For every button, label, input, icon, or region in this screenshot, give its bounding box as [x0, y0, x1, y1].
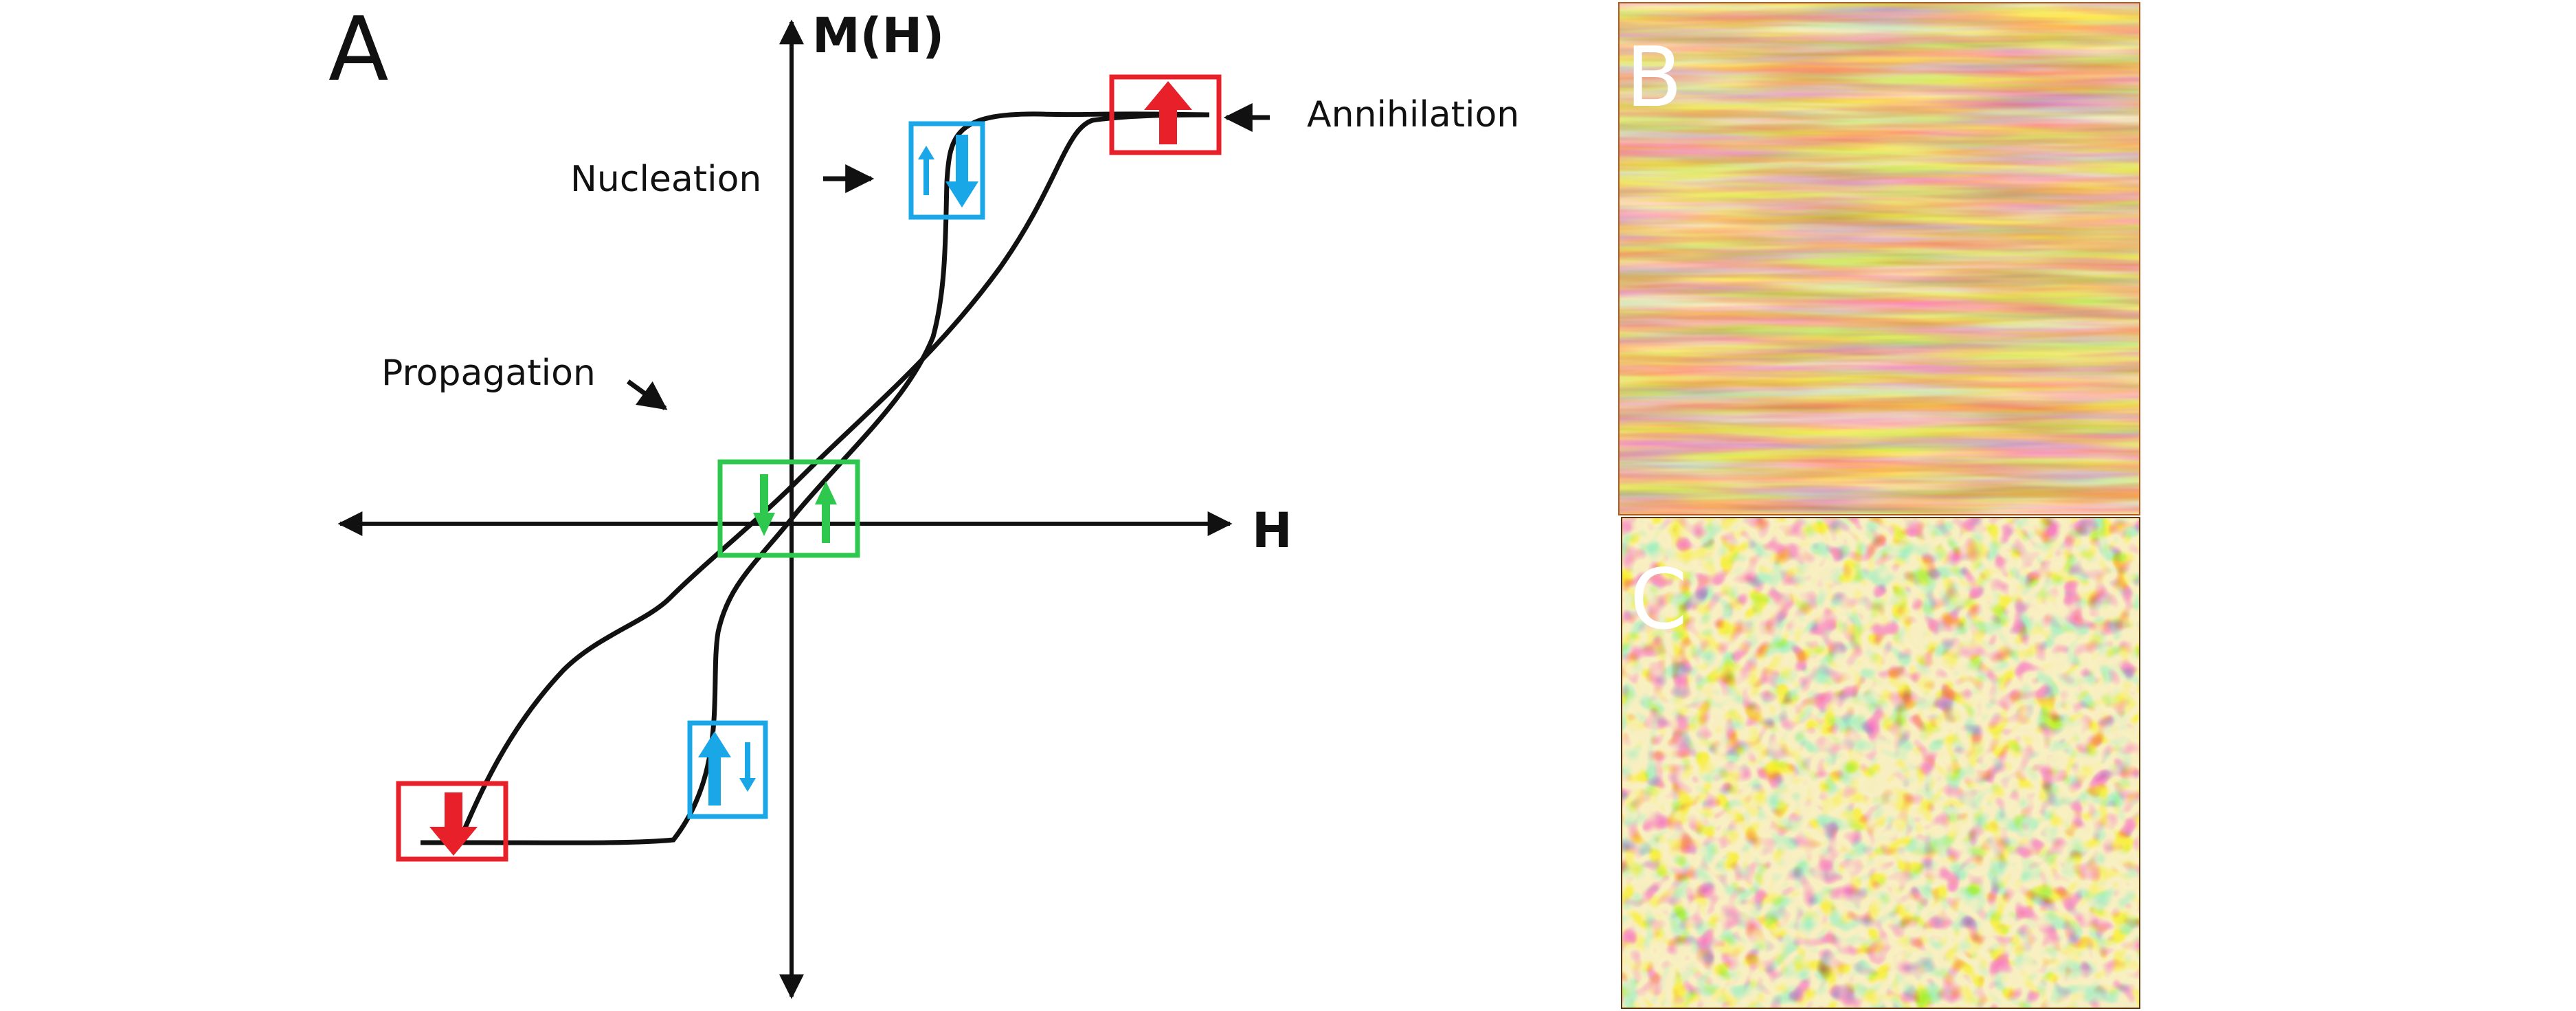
- saturation-up-box: [1109, 74, 1222, 155]
- small-up-large-down-icon: [918, 135, 978, 208]
- nucleation-label: Nucleation: [570, 159, 761, 200]
- panel-a-letter: A: [328, 0, 389, 101]
- annihilation-label: Annihilation: [1307, 94, 1519, 135]
- panel-b: B: [1618, 2, 2140, 515]
- hysteresis-branch-descending: [421, 111, 1210, 845]
- zero-field-box: [717, 459, 860, 558]
- large-up-small-down-icon: [698, 731, 756, 806]
- propagation-label: Propagation: [381, 353, 596, 394]
- arrow-down-icon: [429, 792, 478, 856]
- stripe-domain-micrograph: [1619, 3, 2140, 515]
- panel-c: C: [1621, 517, 2140, 1009]
- y-axis-label: M(H): [812, 8, 944, 64]
- propagation-pointer: [626, 379, 668, 410]
- saturation-down-box: [396, 781, 508, 862]
- nucleation-box-bottom: [687, 720, 768, 819]
- arrow-up-icon: [1144, 81, 1192, 144]
- x-axis-label: H: [1252, 502, 1292, 559]
- panel-b-letter: B: [1626, 30, 1682, 126]
- hysteresis-branch-ascending: [455, 112, 1210, 847]
- nucleation-box-top: [908, 121, 985, 220]
- panel-c-letter: C: [1630, 553, 1688, 648]
- down-up-domains-icon: [753, 474, 837, 543]
- panel-a: A M(H) H: [328, 0, 1519, 999]
- maze-domain-micrograph: [1622, 518, 2140, 1008]
